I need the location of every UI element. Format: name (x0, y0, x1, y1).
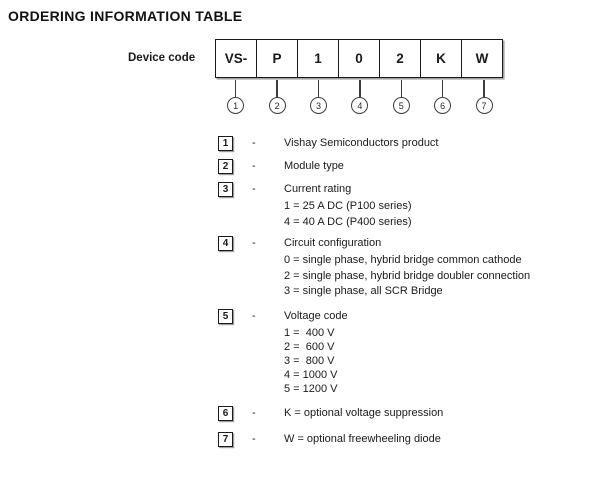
position-marker-column: 1 (215, 80, 256, 114)
legend-label: Current rating (284, 183, 352, 195)
legend-separator: - (252, 160, 256, 172)
legend-subline: 4 = 40 A DC (P400 series) (284, 215, 412, 228)
connector-line (234, 80, 237, 97)
legend-marker: 4 (218, 236, 233, 251)
connector-line (483, 80, 485, 97)
position-circle: 7 (475, 97, 493, 114)
legend-marker: 3 (218, 182, 233, 197)
connector-line (317, 80, 320, 97)
legend-list: 1 - Vishay Semiconductors product 2 - Module … (218, 136, 610, 455)
legend-marker: 7 (218, 431, 233, 447)
position-marker-column: 4 (339, 80, 380, 114)
device-code-label: Device code (128, 52, 196, 64)
legend-separator: - (252, 406, 256, 419)
legend-row: 2 - Module type (218, 159, 610, 174)
device-code-cell: VS- (216, 40, 257, 77)
legend-sublines: 1 = 25 A DC (P100 series) 4 = 40 A DC (P4… (284, 199, 411, 230)
legend-marker: 2 (218, 159, 233, 174)
legend-subline: 1 = 25 A DC (P100 series) (284, 200, 412, 212)
position-circle: 1 (227, 97, 245, 114)
legend-label: Circuit configuration (284, 237, 382, 249)
legend-marker: 6 (218, 405, 233, 421)
legend-row: 4 - Circuit configuration 0 = single phase,… (218, 236, 610, 300)
legend-separator: - (252, 183, 256, 195)
legend-content: Circuit configuration 0 = single phase, h… (284, 236, 530, 300)
legend-subline: 2 = 600 V (284, 340, 335, 353)
legend-separator: - (252, 309, 256, 322)
position-circle: 3 (309, 97, 327, 114)
position-marker-column: 5 (381, 80, 422, 114)
legend-label: K = optional voltage suppression (284, 406, 444, 419)
legend-subline: 3 = 800 V (284, 354, 335, 367)
legend-separator: - (252, 237, 256, 249)
legend-label: Module type (284, 160, 344, 172)
position-marker-column: 3 (298, 80, 339, 114)
legend-subline: 3 = single phase, all SCR Bridge (284, 285, 443, 297)
legend-subline: 5 = 1200 V (284, 382, 338, 395)
device-code-cell: P (257, 40, 298, 77)
device-code-cell: 0 (339, 40, 380, 77)
position-circle: 4 (351, 97, 369, 114)
position-marker-column: 7 (463, 80, 504, 114)
position-marker-column: 2 (256, 80, 297, 114)
legend-row: 1 - Vishay Semiconductors product (218, 136, 610, 151)
connector-line (359, 80, 361, 97)
device-code-cell: W (475, 51, 489, 66)
legend-label: W = optional freewheeling diode (284, 432, 441, 445)
legend-content: W = optional freewheeling diode (284, 432, 441, 446)
legend-label: Voltage code (284, 309, 348, 322)
legend-content: Vishay Semiconductors product (284, 136, 439, 150)
position-marker-row: 1 2 3 4 5 6 7 (215, 80, 505, 114)
legend-subline: 2 = single phase, hybrid bridge doubler … (284, 269, 531, 282)
connector-line (276, 80, 278, 97)
connector-line (441, 80, 444, 97)
position-circle: 2 (268, 97, 286, 114)
legend-row: 7 - W = optional freewheeling diode (218, 431, 610, 447)
legend-marker: 1 (218, 136, 233, 151)
legend-content: Current rating 1 = 25 A DC (P100 series) 4… (284, 182, 411, 230)
legend-subline: 4 = 1000 V (284, 368, 338, 381)
position-circle: 5 (392, 97, 410, 114)
device-code-cell: K (421, 40, 462, 77)
legend-row: 6 - K = optional voltage suppression (218, 405, 610, 421)
legend-separator: - (252, 432, 256, 445)
device-code-cell: 1 (298, 40, 339, 77)
legend-sublines: 0 = single phase, hybrid bridge common c… (284, 253, 530, 300)
page-title: ORDERING INFORMATION TABLE (8, 8, 243, 24)
connector-line (400, 80, 402, 97)
device-code-cell: 2 (380, 40, 421, 77)
legend-subline: 0 = single phase, hybrid bridge common c… (284, 254, 522, 266)
position-circle: 6 (434, 97, 452, 114)
legend-marker: 5 (218, 308, 233, 324)
position-marker-column: 6 (422, 80, 463, 114)
legend-row: 3 - Current rating 1 = 25 A DC (P100 series… (218, 182, 610, 230)
legend-separator: - (252, 137, 256, 149)
legend-content: K = optional voltage suppression (284, 406, 443, 420)
legend-content: Module type (284, 159, 344, 173)
legend-label: Vishay Semiconductors product (284, 137, 439, 149)
legend-subline: 1 = 400 V (284, 326, 335, 339)
